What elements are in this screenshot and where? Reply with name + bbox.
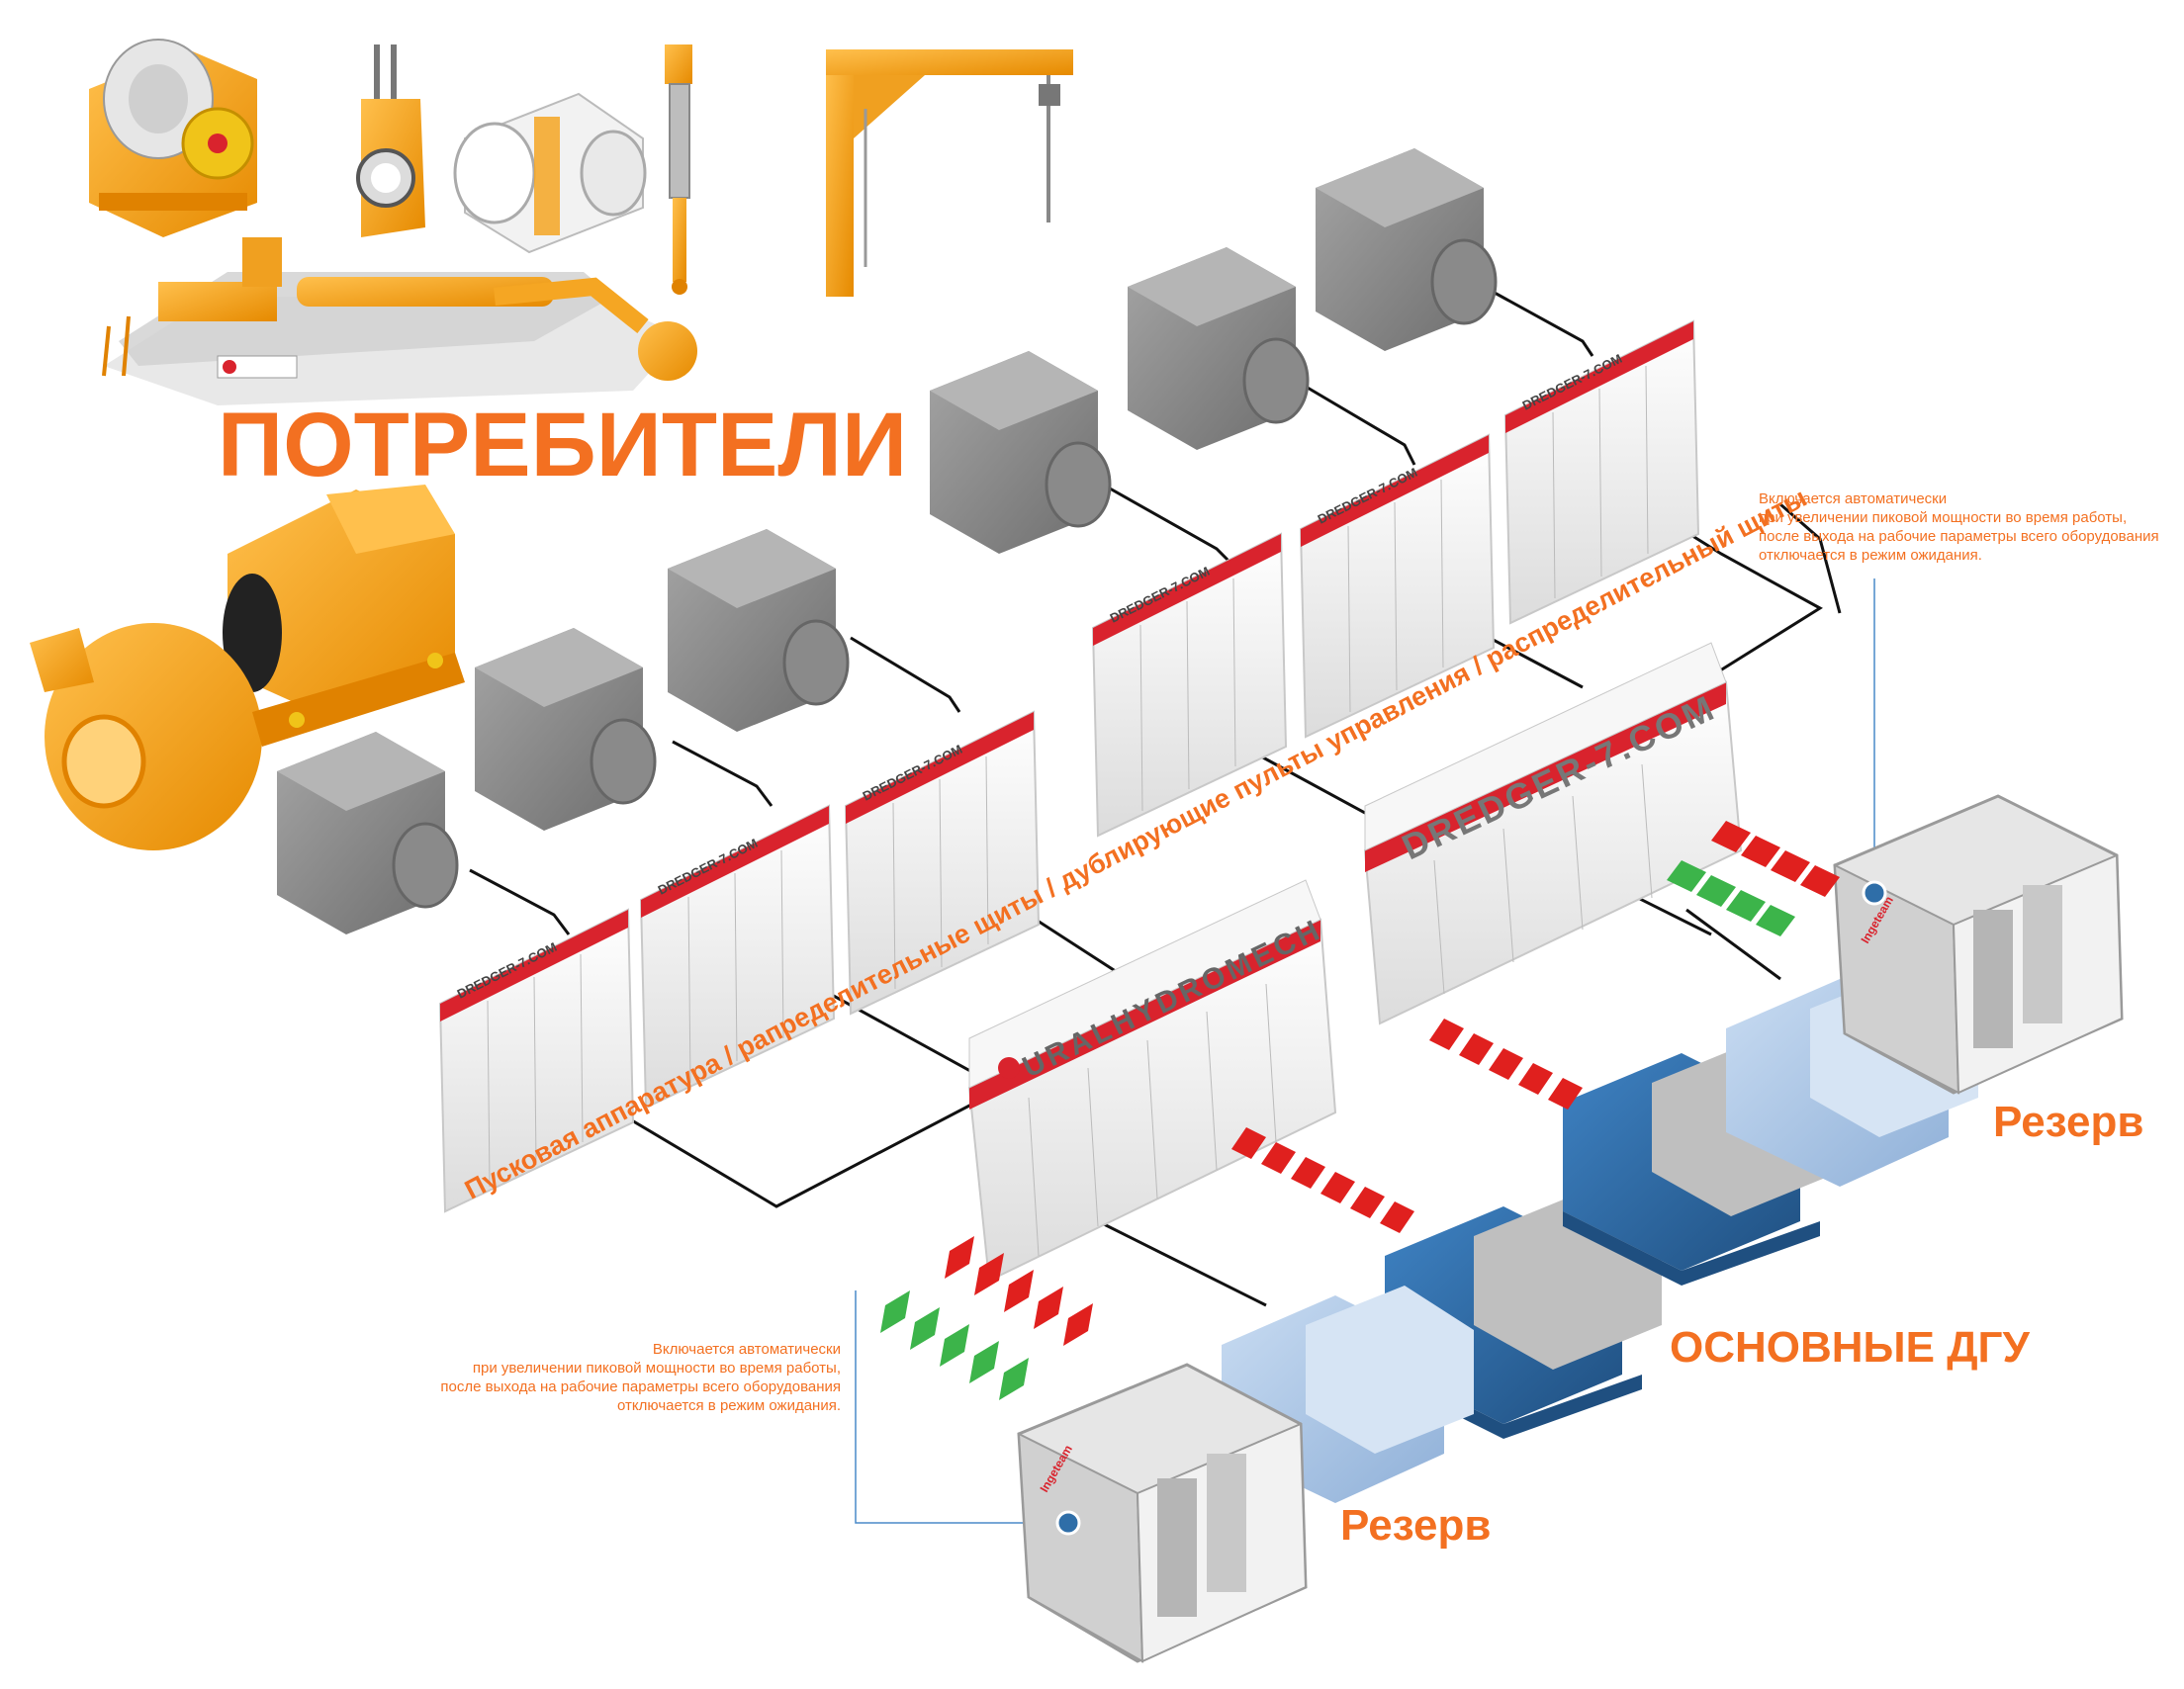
consumers-title: ПОТРЕБИТЕЛИ [218, 395, 908, 495]
motor [930, 351, 1112, 554]
arrows-main-right [1429, 1019, 1583, 1110]
starter-cabinet: DREDGER-7.COM [639, 804, 836, 1110]
reserve-container-right: Ingeteam [1833, 794, 2124, 1095]
note-line: Включается автоматически [1759, 490, 1948, 507]
note-line: после выхода на рабочие параметры всего … [440, 1378, 841, 1395]
motor [1316, 148, 1498, 351]
note-line: при увеличении пиковой мощности во время… [1759, 509, 2128, 526]
motor [1128, 247, 1310, 450]
note-line: отключается в режим ожидания. [1759, 547, 1982, 564]
motor [277, 732, 459, 934]
note-line: Включается автоматически [652, 1341, 841, 1358]
motor [668, 529, 850, 732]
reserve-container-left: Ingeteam [1017, 1363, 1308, 1663]
pipe-section-illustration [453, 92, 647, 254]
arrows-reserve-left-red [945, 1236, 1093, 1346]
note-leader-lines [855, 578, 1875, 1524]
starter-cabinets: DREDGER-7.COM DREDGER-7.COM DREDGER-7.CO… [438, 319, 1700, 1213]
jib-crane-illustration [826, 49, 1073, 297]
main-switchboard-left: URALHYDROMECH [967, 879, 1337, 1283]
consumer-equipment [30, 39, 1073, 850]
winch-illustration [89, 39, 257, 237]
arrows-main-left [1231, 1127, 1414, 1233]
hydraulic-cylinder-illustration [665, 44, 692, 295]
motor [475, 628, 657, 831]
main-switchboard-right: DREDGER-7.COM [1363, 642, 1743, 1025]
starter-cabinet: DREDGER-7.COM [438, 908, 635, 1213]
note-line: отключается в режим ожидания. [617, 1397, 841, 1414]
reserve-label-left: Резерв [1340, 1501, 1492, 1550]
note-line: при увеличении пиковой мощности во время… [472, 1360, 841, 1377]
arrows-reserve-left-green [880, 1290, 1029, 1400]
electric-motors [277, 148, 1498, 934]
slurry-pump-illustration [30, 485, 465, 850]
arrows-reserve-right-red [1711, 821, 1840, 897]
note-line: после выхода на рабочие параметры всего … [1759, 528, 2159, 545]
reserve-note-right: Включается автоматически при увеличении … [1759, 489, 2159, 565]
reserve-label-right: Резерв [1993, 1098, 2144, 1146]
starter-cabinet: DREDGER-7.COM [844, 710, 1041, 1016]
starter-cabinet: DREDGER-7.COM [1299, 433, 1496, 739]
dredge-illustration [102, 237, 697, 405]
arrows-reserve-right-green [1667, 860, 1795, 936]
gate-valve-illustration [356, 44, 425, 237]
reserve-note-left: Включается автоматически при увеличении … [336, 1340, 841, 1415]
main-gensets-label: ОСНОВНЫЕ ДГУ [1670, 1323, 2030, 1372]
